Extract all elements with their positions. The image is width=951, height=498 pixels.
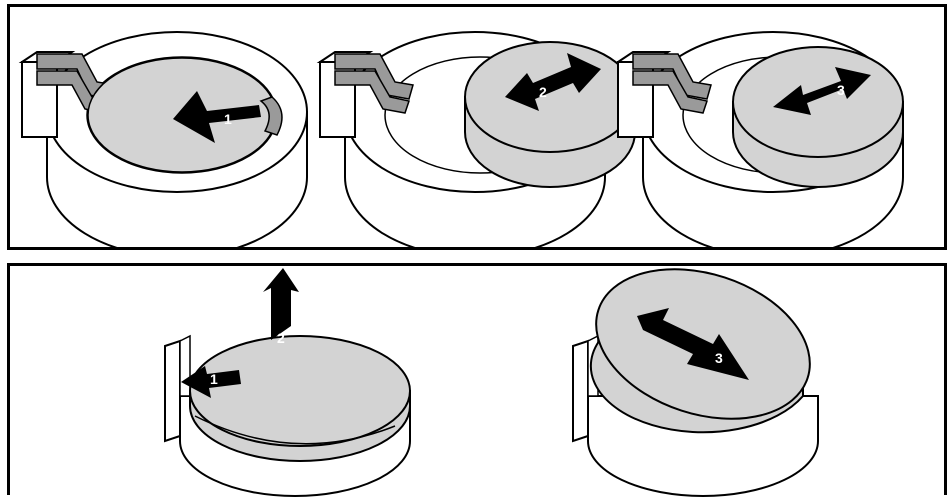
coin-cell-icon [465, 42, 635, 187]
battery-insertion-illustration: 1 2 3 [10, 7, 944, 247]
holder-step-1 [22, 32, 307, 247]
step-label-3: 3 [837, 82, 845, 98]
removal-step-right [573, 266, 829, 496]
holder-step-2 [320, 32, 635, 247]
step-label-3: 3 [715, 350, 723, 366]
battery-removal-illustration: 1 2 3 [10, 266, 944, 498]
coin-cell-icon [190, 336, 410, 461]
battery-removal-panel: 1 2 3 [7, 263, 947, 495]
step-label-1: 1 [210, 371, 218, 387]
holder-step-3 [618, 32, 903, 247]
step-label-1: 1 [224, 111, 232, 127]
coin-cell-icon [733, 47, 903, 187]
removal-step-left [165, 268, 410, 496]
step-label-2: 2 [539, 84, 547, 100]
step-label-2: 2 [277, 330, 285, 346]
battery-insertion-panel: 1 2 3 [7, 4, 947, 250]
